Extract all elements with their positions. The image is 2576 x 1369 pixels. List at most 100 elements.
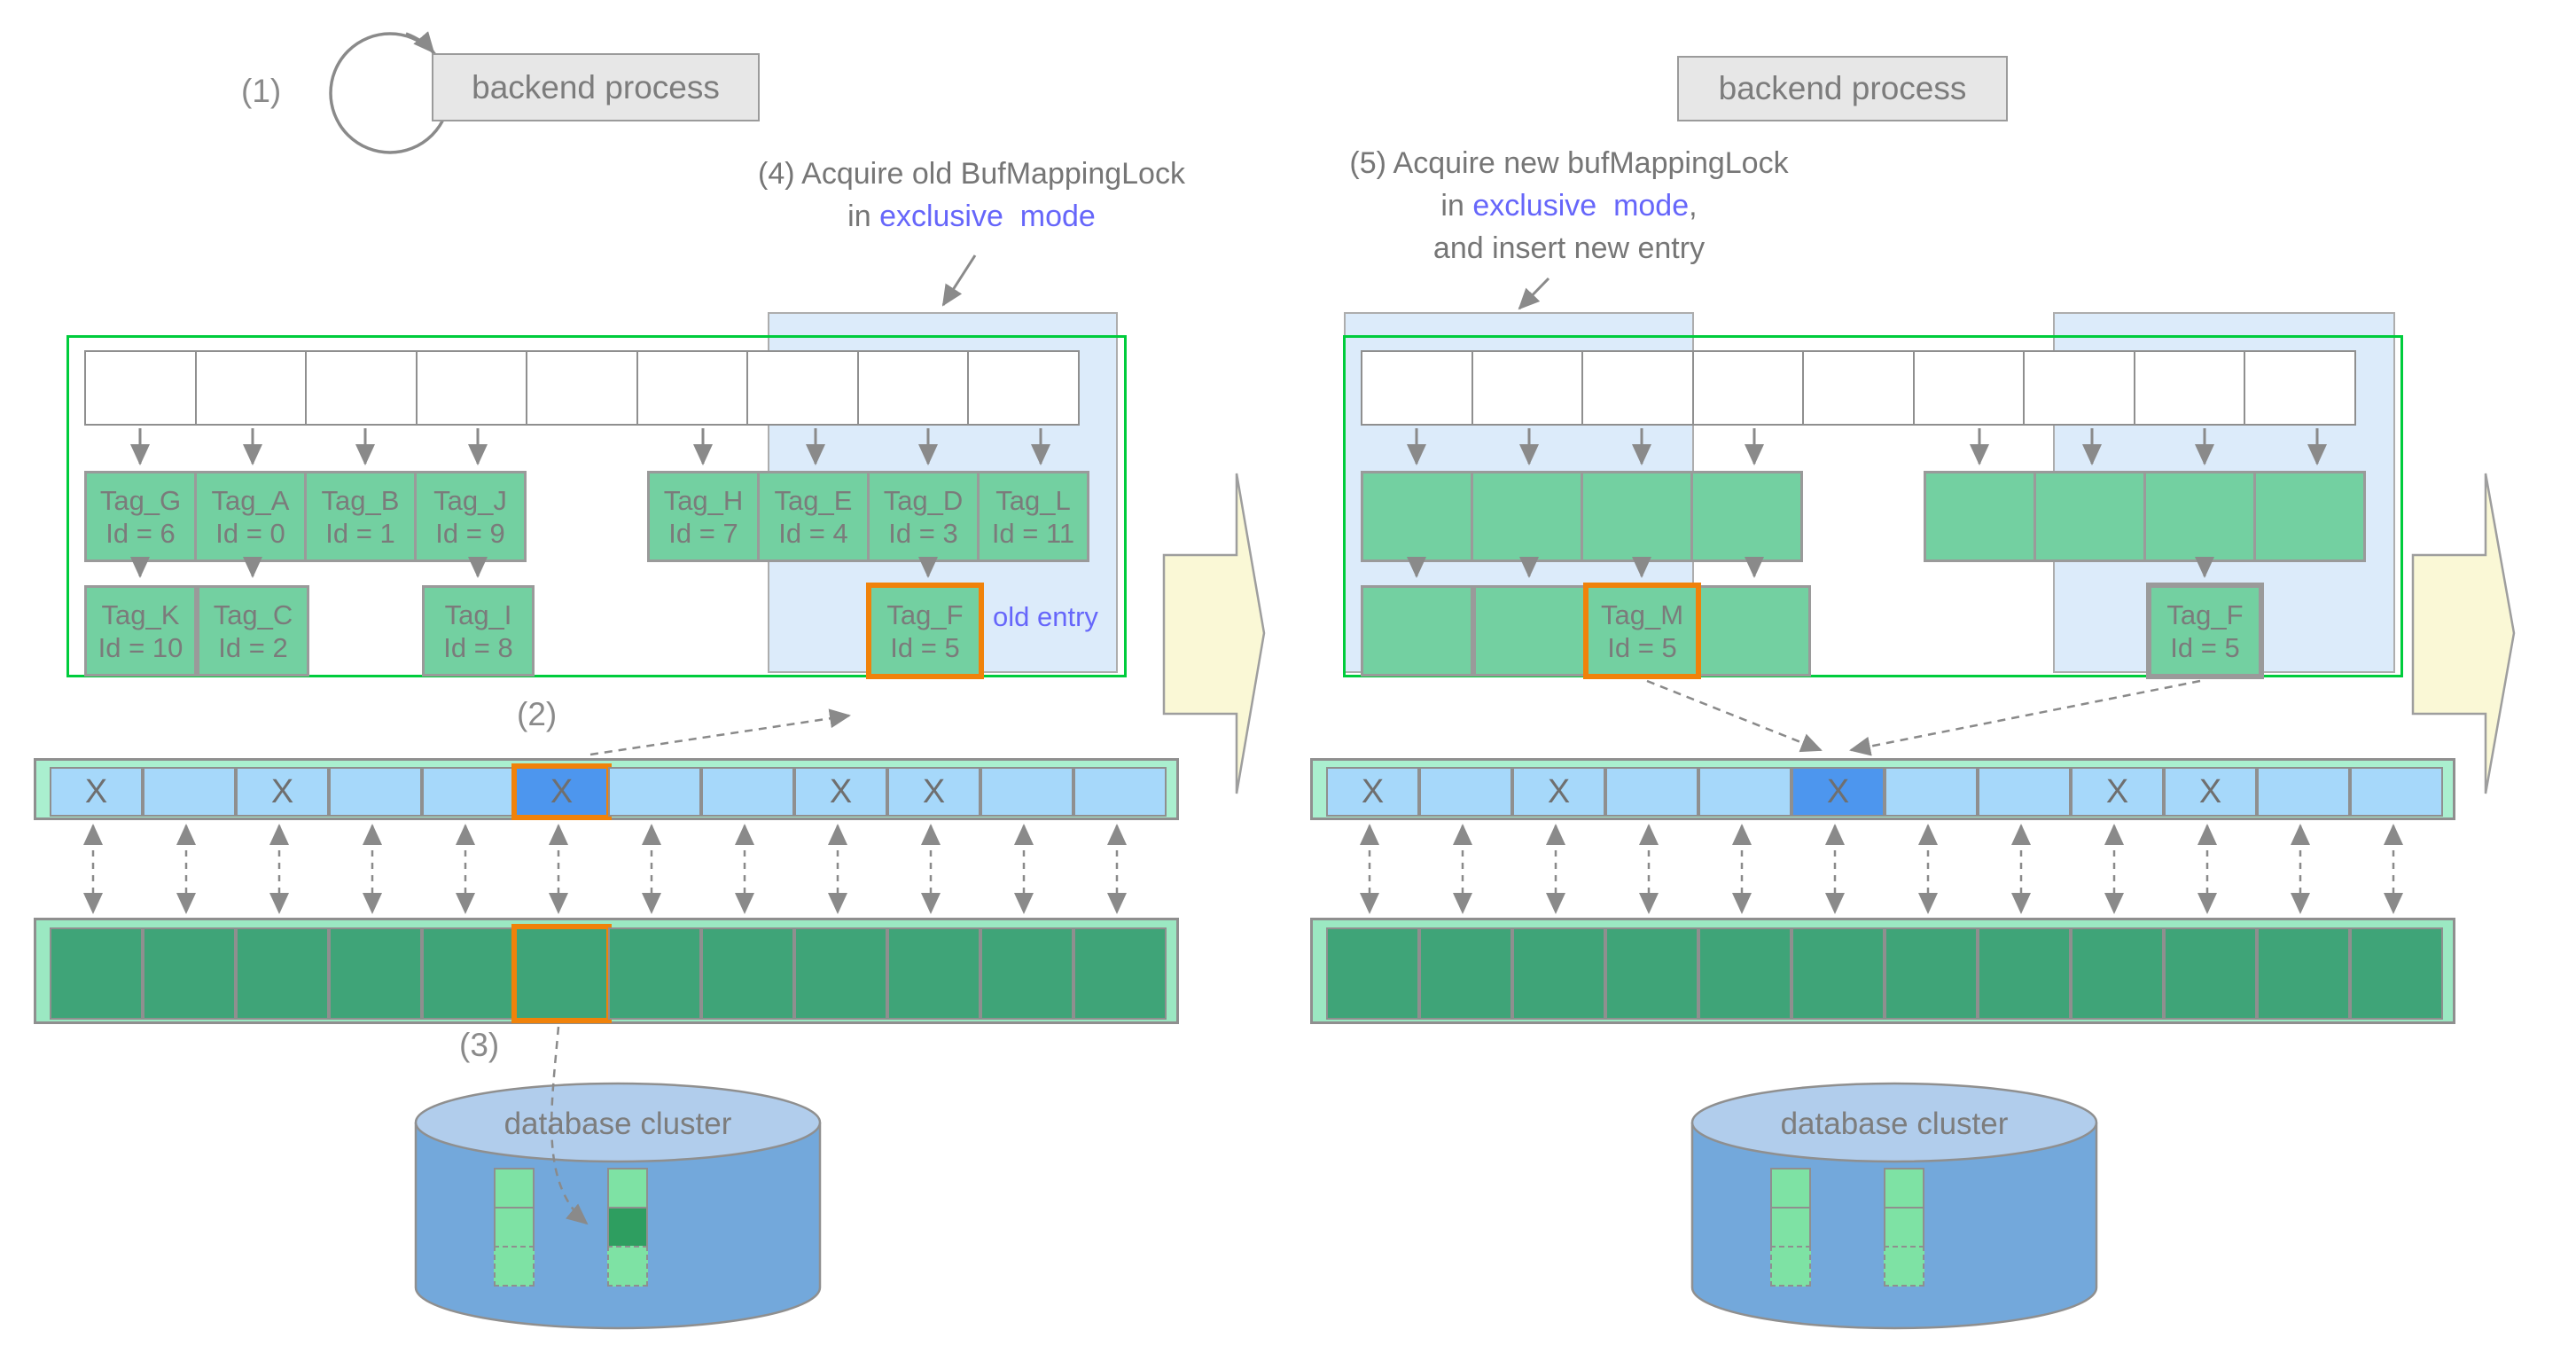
step4-annotation: (4) Acquire old BufMappingLock in exclus… [702,153,1241,238]
buffer-descriptor-cell: X [1326,767,1419,817]
step4-line1: (4) Acquire old BufMappingLock [758,157,1185,191]
buffer-descriptor-cell [1073,767,1167,817]
step5-line2: in exclusive mode, [1440,189,1698,223]
entry-box-unlabeled [1471,471,1583,562]
buffer-pool-page [608,927,701,1020]
hash-bucket-row-left [84,350,1080,426]
buffer-pool-page [1326,927,1419,1020]
buffer-descriptor-cell [2350,767,2443,817]
entry-box-unlabeled [1473,585,1586,677]
buffer-descriptors-right: X X X X X [1310,758,2455,820]
buffer-table-frame-right [1343,335,2403,677]
hash-bucket [1691,350,1805,426]
buffer-pool-page [2164,927,2257,1020]
hash-bucket [415,350,528,426]
buffer-pool-page [887,927,980,1020]
transition-arrow-middle [1162,473,1266,794]
transition-arrow-right [2411,473,2516,794]
buffer-descriptor-cell [1978,767,2071,817]
victim-descriptor-cell: X [1791,767,1885,817]
buffer-descriptor-cell [701,767,794,817]
buffer-pool-page [794,927,887,1020]
hash-bucket [84,350,197,426]
hash-bucket [967,350,1080,426]
buffer-descriptor-cell: X [236,767,329,817]
page-square [1884,1246,1924,1287]
page-square [1770,1168,1811,1209]
step5-line3: and insert new entry [1432,231,1706,265]
entry-box-unlabeled [1698,585,1811,677]
buffer-pool-page [2350,927,2443,1020]
buffer-descriptor-cell [608,767,701,817]
buffer-pool-page [1419,927,1512,1020]
hash-bucket [636,350,749,426]
entry-box-unlabeled [2143,471,2256,562]
buffer-pool-page [1512,927,1605,1020]
buffer-pool-page [143,927,236,1020]
entry-box-unlabeled [1581,471,1693,562]
page-square [607,1168,648,1209]
hash-bucket [194,350,308,426]
page-square [1770,1246,1811,1287]
hash-bucket [1581,350,1694,426]
buffer-pool-page [329,927,422,1020]
step4-line2: in exclusive mode [847,199,1096,233]
buffer-pool-page [701,927,794,1020]
buffer-descriptor-cell: X [887,767,980,817]
buffer-descriptor-cell [422,767,515,817]
step5-annotation: (5) Acquire new bufMappingLock in exclus… [1287,142,1851,270]
buffer-pool-page [1978,927,2071,1020]
hash-bucket [1471,350,1584,426]
hash-bucket-row-right [1361,350,2356,426]
buffer-descriptor-cell [980,767,1073,817]
hash-bucket [856,350,970,426]
exclusive-mode-text: exclusive mode [879,199,1096,233]
buffer-descriptors-left: X X X X X [34,758,1179,820]
target-page-square [607,1207,648,1248]
hash-bucket [1361,350,1473,426]
buffer-table-frame-left [66,335,1127,677]
entry-box-unlabeled [2253,471,2366,562]
buffer-pool-right [1310,918,2455,1024]
hash-bucket [746,350,859,426]
backend-process-label: backend process [1718,70,1967,106]
buffer-descriptor-cell [329,767,422,817]
entry-row1-right-group-a [1361,471,1803,562]
buffer-pool-page [236,927,329,1020]
backend-process-left: backend process [432,53,760,121]
buffer-pool-page [50,927,143,1020]
page-square [1884,1168,1924,1209]
buffer-pool-left [34,918,1179,1024]
database-cluster-label-right: database cluster [1780,1107,2009,1141]
buffer-pool-page [1885,927,1978,1020]
entry-box-unlabeled [2033,471,2146,562]
buffer-descriptor-cell: X [2164,767,2257,817]
buffer-pool-page [422,927,515,1020]
buffer-descriptor-cell: X [794,767,887,817]
buffer-descriptor-cell [1885,767,1978,817]
buffer-pool-page [1698,927,1791,1020]
buffer-pool-page [980,927,1073,1020]
buffer-descriptor-cell [1419,767,1512,817]
page-square [1770,1207,1811,1248]
entry-box-unlabeled [1361,585,1473,677]
step3-label: (3) [459,1027,500,1063]
buffer-descriptor-cell [1698,767,1791,817]
database-cluster-label-left: database cluster [503,1107,732,1141]
page-square [494,1207,535,1248]
page-square [1884,1207,1924,1248]
buffer-pool-page [1605,927,1698,1020]
buffer-pool-page [2071,927,2164,1020]
entry-box-unlabeled [1924,471,2036,562]
exclusive-mode-text: exclusive mode [1472,189,1690,223]
